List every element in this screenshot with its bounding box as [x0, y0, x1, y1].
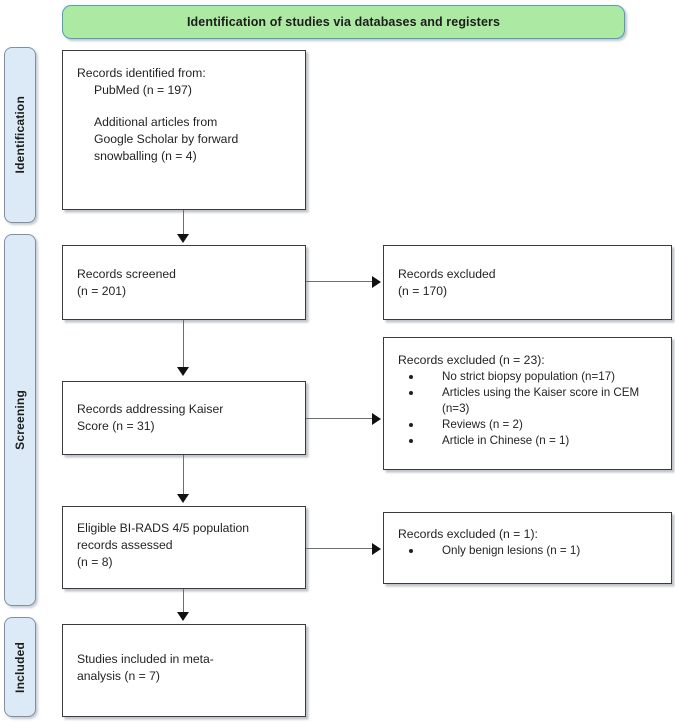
records-excluded-23-heading: Records excluded (n = 23):: [398, 353, 545, 367]
records-excluded-170-line-2: (n = 170): [398, 283, 448, 298]
box-records-excluded-23: Records excluded (n = 23): No strict bio…: [383, 337, 672, 470]
diagram-banner: Identification of studies via databases …: [62, 5, 625, 39]
arrow-right-icon: [372, 543, 381, 555]
records-identified-extra-line-1: Additional articles from: [94, 115, 218, 129]
list-item: Only benign lesions (n = 1): [398, 543, 659, 559]
box-records-addressing-kaiser-score: Records addressing Kaiser Score (n = 31): [62, 381, 306, 455]
records-screened-line-2: (n = 201): [77, 283, 127, 298]
connector-eligible-to-excluded-1: [306, 548, 374, 550]
connector-screened-to-kaiser: [183, 320, 185, 368]
records-excluded-23-reason-list: No strict biopsy population (n=17) Artic…: [398, 369, 659, 449]
eligible-line-1: Eligible BI-RADS 4/5 population: [77, 521, 250, 535]
stage-label-screening-text: Screening: [13, 390, 27, 450]
connector-identified-to-screened: [183, 210, 185, 236]
box-eligible-birads-records: Eligible BI-RADS 4/5 population records …: [62, 506, 306, 589]
list-item: No strict biopsy population (n=17): [398, 369, 659, 385]
records-excluded-1-heading: Records excluded (n = 1):: [398, 527, 538, 541]
box-records-screened: Records screened (n = 201): [62, 245, 306, 320]
box-records-excluded-1: Records excluded (n = 1): Only benign le…: [383, 512, 672, 584]
stage-label-identification-text: Identification: [13, 96, 27, 174]
records-excluded-1-reason-list: Only benign lesions (n = 1): [398, 543, 659, 559]
list-item: Reviews (n = 2): [398, 417, 659, 433]
connector-screened-to-excluded-170: [306, 281, 374, 283]
connector-kaiser-to-eligible: [183, 455, 185, 495]
records-identified-extra-line-2: Google Scholar by forward: [94, 132, 239, 146]
spacer: [77, 99, 293, 114]
box-records-excluded-170: Records excluded (n = 170): [383, 245, 672, 320]
kaiser-line-1: Records addressing Kaiser: [77, 402, 224, 416]
records-identified-pubmed: PubMed (n = 197): [94, 83, 192, 97]
arrow-down-icon: [177, 494, 189, 503]
arrow-down-icon: [177, 234, 189, 243]
banner-title: Identification of studies via databases …: [186, 15, 501, 29]
arrow-right-icon: [372, 276, 381, 288]
records-excluded-170-line-1: Records excluded: [398, 266, 496, 281]
records-identified-heading: Records identified from:: [77, 66, 206, 80]
stage-label-included: Included: [4, 617, 36, 717]
arrow-down-icon: [177, 367, 189, 376]
arrow-right-icon: [372, 413, 381, 425]
connector-eligible-to-included: [183, 589, 185, 614]
records-identified-extra-line-3: snowballing (n = 4): [94, 149, 197, 163]
stage-label-screening: Screening: [4, 234, 36, 606]
included-line-1: Studies included in meta-: [77, 652, 214, 666]
box-studies-included: Studies included in meta- analysis (n = …: [62, 624, 306, 717]
included-line-2: analysis (n = 7): [77, 669, 160, 683]
box-records-identified: Records identified from: PubMed (n = 197…: [62, 50, 306, 210]
list-item: Article in Chinese (n = 1): [398, 433, 659, 449]
list-item: Articles using the Kaiser score in CEM (…: [398, 385, 659, 417]
eligible-line-3: (n = 8): [77, 555, 113, 569]
records-screened-line-1: Records screened: [77, 266, 176, 281]
stage-label-included-text: Included: [13, 641, 27, 693]
stage-label-identification: Identification: [4, 47, 36, 223]
connector-kaiser-to-excluded-23: [306, 418, 374, 420]
eligible-line-2: records assessed: [77, 538, 173, 552]
kaiser-line-2: Score (n = 31): [77, 419, 155, 433]
arrow-down-icon: [177, 612, 189, 621]
